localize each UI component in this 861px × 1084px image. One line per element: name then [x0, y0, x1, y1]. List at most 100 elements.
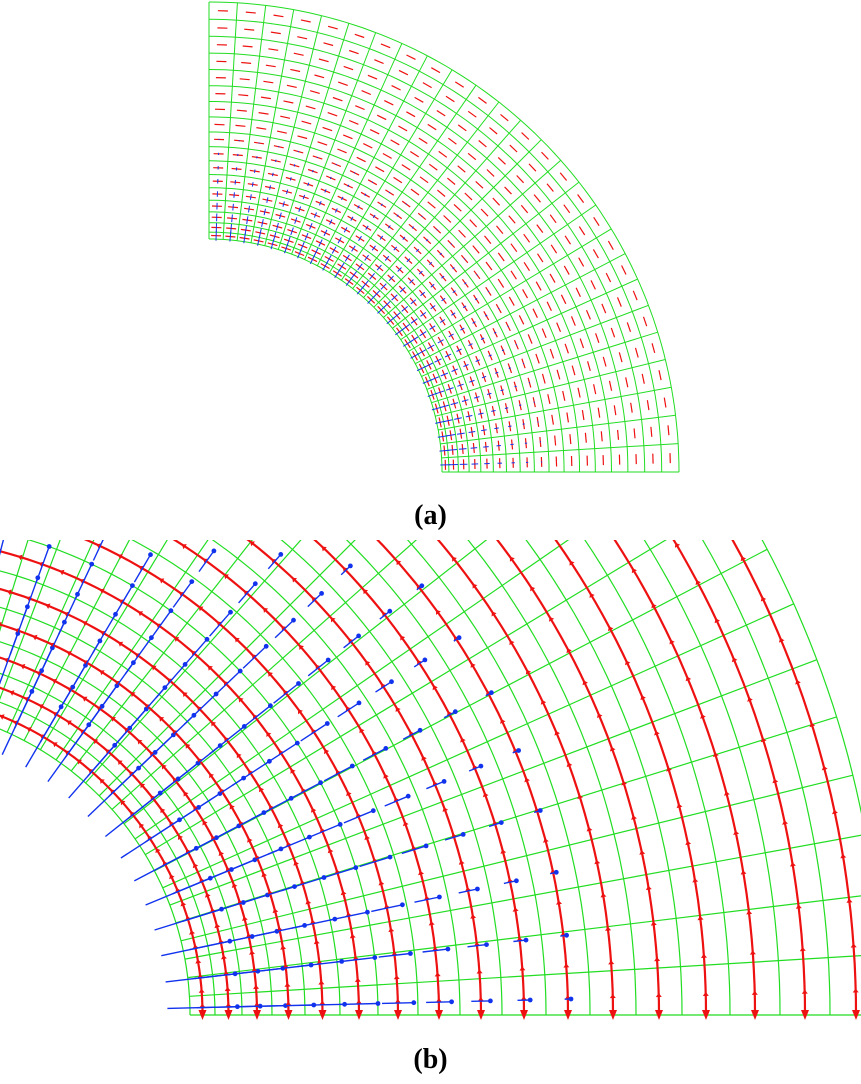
stress-arrowhead-red [284, 982, 291, 987]
stress-vector-blue [386, 317, 395, 325]
stress-vector-blue-head [291, 617, 296, 623]
stress-arrowhead-red [354, 977, 361, 982]
mesh-radial-line [184, 834, 861, 960]
bottom-arrowhead-red [284, 1010, 293, 1020]
stress-vector-blue [402, 323, 410, 331]
stress-arrowhead-red [225, 1003, 232, 1007]
mesh-radial-line [39, 540, 168, 751]
stress-vector-red [608, 380, 613, 391]
stress-vector-red [401, 164, 411, 171]
stress-vector-blue [463, 258, 466, 260]
mesh-radial-line [373, 139, 542, 308]
mesh-radial-line [144, 540, 667, 856]
stress-vector-red [634, 347, 639, 358]
stress-vector-blue [371, 245, 376, 251]
stress-vector-blue [362, 280, 369, 288]
stress-vector-blue [430, 305, 436, 310]
stress-vector-blue [410, 318, 418, 324]
stress-vector-red [332, 96, 343, 102]
mesh-arc [643, 540, 781, 1016]
stress-vector-blue [427, 344, 435, 350]
mesh-radial-line [431, 331, 658, 404]
stress-arrowhead-red [685, 840, 692, 846]
stress-vector-blue [286, 236, 291, 246]
stress-vector-blue-head [441, 779, 447, 784]
stress-arrowhead-red [110, 717, 116, 722]
stress-vector-red [527, 334, 533, 344]
stress-vector-blue [343, 227, 348, 233]
stress-vector-blue [313, 212, 317, 218]
bottom-arrowhead-red [435, 1010, 443, 1020]
stress-vector-red [258, 112, 269, 115]
stress-vector-blue [269, 185, 271, 190]
stress-arrowhead-red [645, 885, 652, 891]
stress-vector-blue [452, 267, 455, 270]
stress-vector-blue [367, 295, 375, 304]
stress-vector-blue-head [375, 1001, 381, 1006]
stress-vector-blue [460, 327, 465, 331]
stress-vector-blue-head [278, 552, 284, 557]
stress-vector-red [554, 435, 557, 446]
stress-vector-red [536, 224, 544, 233]
stress-arrowhead-red [118, 554, 123, 560]
stress-arrowhead-red [476, 969, 483, 974]
stress-vector-red [356, 156, 366, 163]
stress-vector-blue [172, 581, 193, 608]
stress-vector-red [323, 42, 334, 47]
stress-arrowhead-red [554, 730, 560, 736]
stress-vector-red [263, 80, 274, 84]
stress-arrowhead-red [569, 560, 575, 566]
stress-vector-blue [406, 258, 411, 263]
bottom-arrowhead-red [253, 1010, 261, 1020]
stress-vector-red [536, 253, 544, 263]
stress-vector-blue [331, 246, 337, 254]
stress-arrowhead-red [512, 907, 519, 912]
stress-vector-blue [297, 960, 342, 968]
stress-vector-red [457, 165, 466, 173]
stress-vector-blue-head [168, 608, 174, 614]
stress-vector-red [349, 49, 359, 55]
stress-arrowhead-red [596, 713, 603, 718]
stress-vector-red [376, 114, 387, 121]
stress-arrowhead-red [458, 860, 465, 865]
stress-arrowhead-red [365, 660, 371, 666]
stress-vector-red [508, 215, 516, 224]
stress-vector-blue-head [498, 820, 504, 825]
stress-arrowhead-red [349, 933, 356, 939]
stress-arrowhead-red [520, 996, 527, 1001]
stress-arrowhead-red [183, 791, 189, 797]
stress-vector-red [382, 152, 392, 159]
stress-vector-blue [323, 765, 353, 782]
stress-arrowhead-red [799, 947, 806, 952]
stress-vector-blue [491, 410, 496, 412]
stress-arrowhead-red [249, 950, 255, 955]
mesh-radial-line [187, 895, 861, 979]
stress-vector-blue [476, 274, 478, 276]
stress-vector-blue [364, 254, 370, 261]
stress-arrowhead-red [700, 714, 706, 719]
stress-arrowhead-red [180, 901, 187, 907]
stress-vector-red [283, 100, 294, 104]
stress-vector-blue [251, 182, 254, 187]
stress-arrowhead-red [850, 943, 857, 948]
stress-vector-blue-head [318, 780, 323, 786]
stress-vector-red [496, 225, 504, 234]
mesh-radial-line [134, 540, 570, 840]
stress-arrowhead-red [340, 890, 347, 896]
stress-vector-blue [421, 215, 423, 218]
stress-vector-blue [343, 810, 374, 824]
stress-arrowhead-red [277, 823, 284, 829]
stress-vector-red [492, 197, 501, 206]
stress-vector-red [445, 95, 455, 103]
stress-vector-blue [357, 263, 363, 271]
stress-arrowhead-red [609, 746, 616, 752]
stress-vector-blue [233, 192, 235, 198]
stress-vector-blue [435, 420, 446, 424]
stress-vector-blue [468, 343, 473, 347]
stress-vector-red [343, 65, 354, 71]
stress-vector-blue [275, 222, 279, 231]
stress-vector-blue [485, 314, 488, 317]
stress-vector-blue [334, 208, 338, 213]
stress-arrowhead-red [221, 954, 227, 960]
stress-vector-blue-head [337, 822, 343, 827]
